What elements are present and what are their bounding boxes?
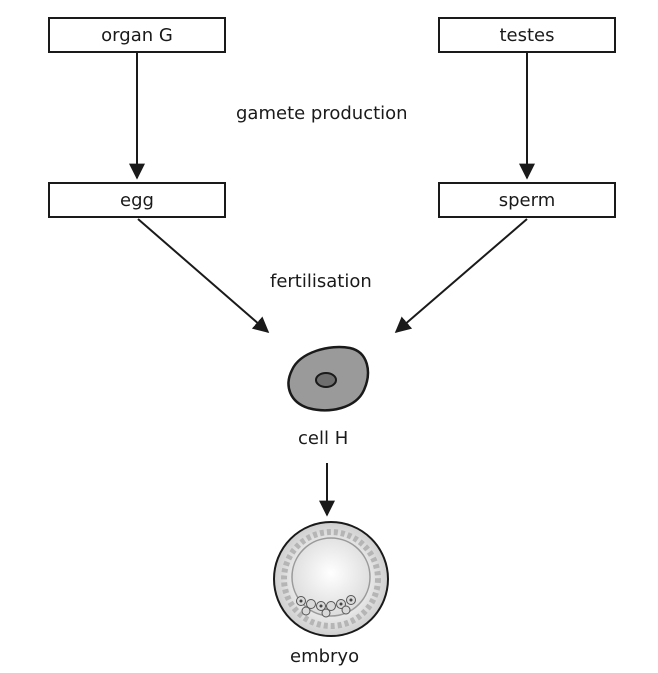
egg-label: egg: [120, 189, 154, 211]
testes-label: testes: [499, 24, 555, 46]
arrow-egg-to-cell-h: [137, 218, 270, 334]
organ-g-label: organ G: [101, 24, 173, 46]
cell-h-nucleus: [315, 372, 337, 388]
fertilisation-label: fertilisation: [270, 271, 372, 292]
embryo-label: embryo: [290, 646, 360, 667]
organ-g-box: organ G: [48, 17, 226, 53]
testes-box: testes: [438, 17, 616, 53]
sperm-box: sperm: [438, 182, 616, 218]
embryo-illustration: [273, 521, 389, 637]
egg-box: egg: [48, 182, 226, 218]
gamete-production-label: gamete production: [236, 103, 408, 124]
arrow-sperm-to-cell-h: [394, 218, 528, 334]
cell-h-illustration: [287, 345, 370, 412]
sperm-label: sperm: [498, 189, 556, 211]
cell-h-label: cell H: [298, 428, 349, 449]
